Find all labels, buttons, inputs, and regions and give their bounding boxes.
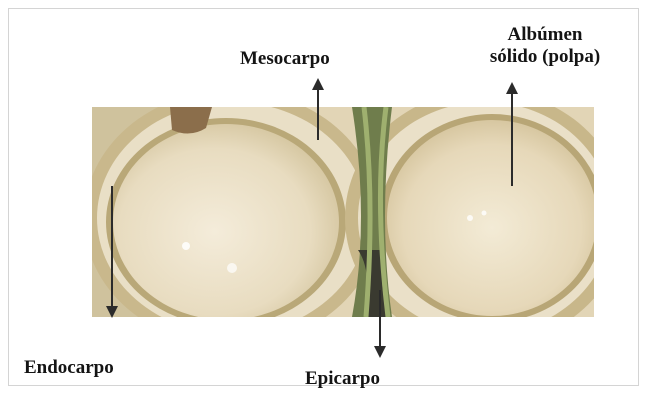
left-half-albumen: [113, 124, 339, 320]
right-half-albumen: [387, 120, 597, 316]
label-mesocarpo: Mesocarpo: [240, 48, 330, 70]
label-epicarpo: Epicarpo: [305, 368, 380, 390]
label-albumen: Albúmen sólido (polpa): [470, 24, 620, 68]
label-albumen-line1: Albúmen: [470, 24, 620, 46]
label-albumen-line2: sólido (polpa): [470, 46, 620, 68]
label-endocarpo: Endocarpo: [24, 357, 114, 379]
